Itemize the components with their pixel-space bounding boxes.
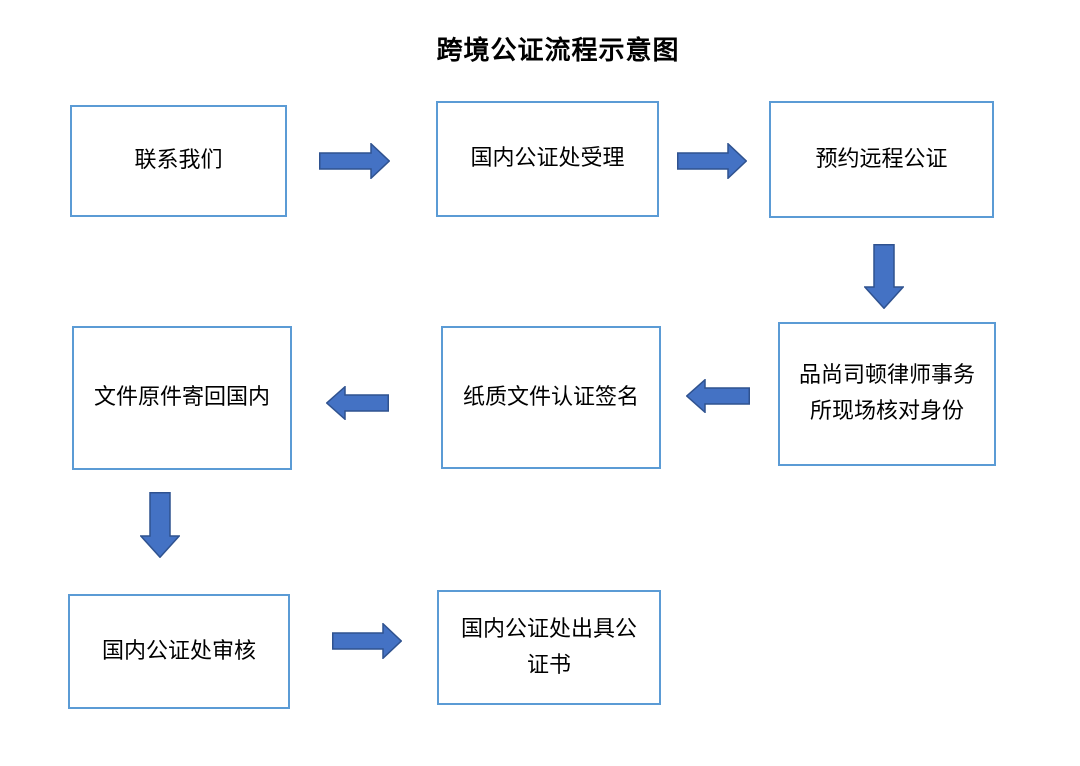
- arrow-down-1: [864, 244, 904, 309]
- arrow-down-shape: [864, 244, 904, 309]
- arrow-right-shape: [677, 143, 747, 179]
- step-box-mail-originals-home: 文件原件寄回国内: [72, 326, 292, 470]
- arrow-right-shape: [332, 623, 402, 659]
- arrow-left-2: [326, 386, 389, 420]
- arrow-right-shape: [319, 143, 390, 179]
- step-box-issue-notarial-certificate: 国内公证处出具公证书: [437, 590, 661, 705]
- arrow-right-2: [677, 143, 747, 179]
- arrow-right-1: [319, 143, 390, 179]
- arrow-left-shape: [326, 386, 389, 420]
- diagram-title: 跨境公证流程示意图: [436, 36, 680, 66]
- step-box-domestic-notary-review: 国内公证处审核: [68, 594, 290, 709]
- arrow-left-shape: [686, 379, 750, 413]
- arrow-down-2: [140, 492, 180, 558]
- step-box-law-firm-identity-check: 品尚司顿律师事务所现场核对身份: [778, 322, 996, 466]
- step-box-schedule-remote-notarization: 预约远程公证: [769, 101, 994, 218]
- step-box-domestic-notary-acceptance: 国内公证处受理: [436, 101, 659, 217]
- arrow-down-shape: [140, 492, 180, 558]
- step-box-contact-us: 联系我们: [70, 105, 287, 217]
- arrow-right-3: [332, 623, 402, 659]
- arrow-left-1: [686, 379, 750, 413]
- step-box-paper-document-signing: 纸质文件认证签名: [441, 326, 661, 469]
